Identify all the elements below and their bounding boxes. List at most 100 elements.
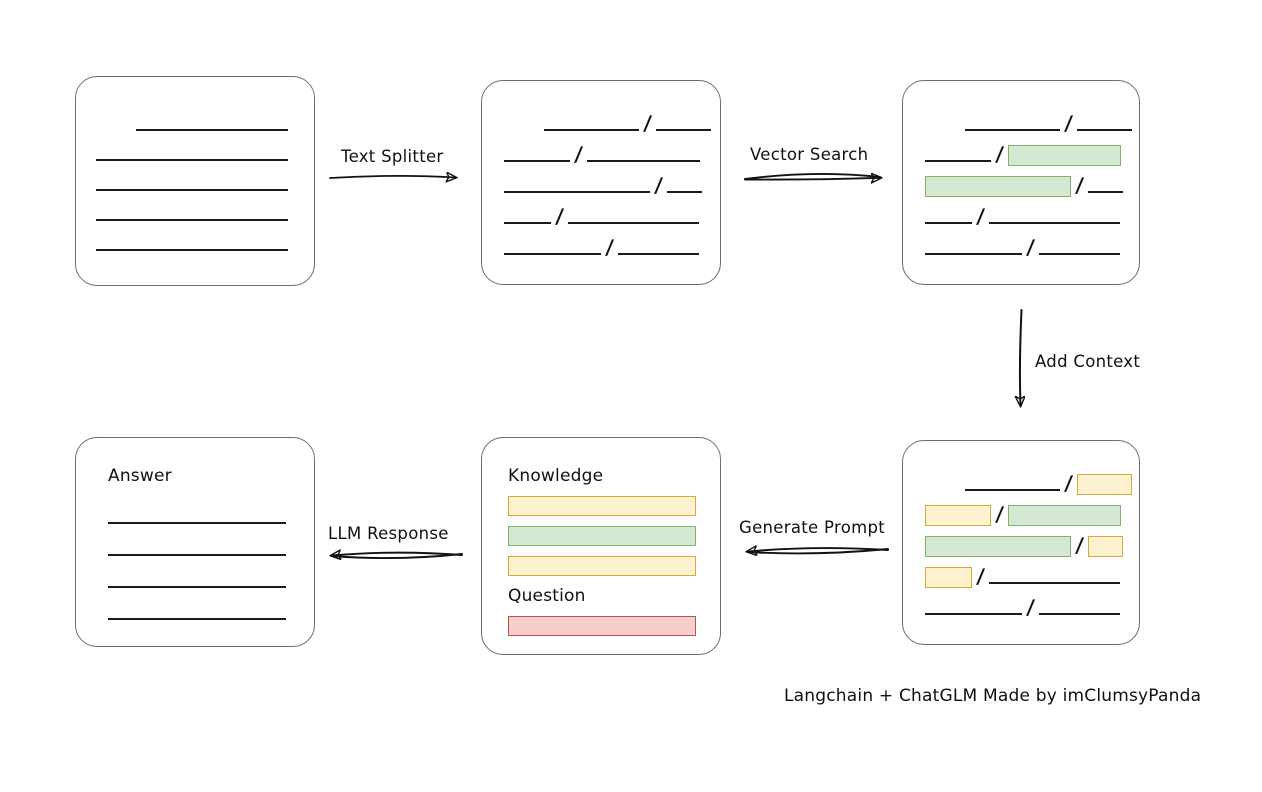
highlight-chip-yellow: [1088, 535, 1124, 557]
text-line-segment: [568, 222, 700, 224]
text-line-segment: [544, 129, 639, 131]
text-line-segment: [504, 253, 601, 255]
card-split-chunks[interactable]: / / / / /: [481, 80, 721, 285]
text-line-segment: [965, 489, 1060, 491]
text-row: /: [925, 595, 1121, 619]
text-row: /: [925, 564, 1121, 588]
separator-slash: /: [1074, 173, 1085, 197]
arrow-add-context: [1020, 309, 1022, 405]
text-line-segment: [96, 159, 288, 161]
text-row: /: [925, 502, 1122, 526]
text-line-segment: [618, 253, 700, 255]
separator-slash: /: [975, 564, 986, 588]
highlight-chip-green: [925, 175, 1071, 197]
separator-slash: /: [604, 235, 615, 259]
separator-slash: /: [1063, 111, 1074, 135]
separator-slash: /: [653, 173, 664, 197]
text-row: [96, 203, 288, 225]
text-line-segment: [1039, 613, 1121, 615]
text-row: [108, 538, 286, 560]
separator-slash: /: [994, 502, 1005, 526]
text-line-segment: [108, 522, 286, 524]
prompt-bar-yellow: [508, 556, 696, 576]
text-row: [108, 570, 286, 592]
text-row: [136, 113, 288, 135]
arrow-text-splitter: [329, 176, 455, 178]
text-row: /: [504, 235, 700, 259]
card-source-document[interactable]: [75, 76, 315, 286]
text-row: /: [544, 111, 712, 135]
separator-slash: /: [1025, 595, 1036, 619]
text-line-segment: [96, 219, 288, 221]
text-row: /: [504, 204, 700, 228]
text-line-segment: [1077, 129, 1133, 131]
text-line-segment: [656, 129, 712, 131]
text-row: /: [925, 173, 1124, 197]
edge-label-vector-search: Vector Search: [750, 145, 869, 164]
text-row: [108, 506, 286, 528]
text-row: [96, 233, 288, 255]
text-line-segment: [96, 189, 288, 191]
text-line-segment: [925, 253, 1022, 255]
card-vector-search-results[interactable]: / / / / /: [902, 80, 1140, 285]
text-line-segment: [136, 129, 288, 131]
context-added-rows: / / / / /: [903, 441, 1139, 644]
text-line-segment: [925, 613, 1022, 615]
edge-label-llm-response: LLM Response: [328, 524, 449, 543]
text-line-segment: [989, 222, 1121, 224]
prompt-bar-red: [508, 616, 696, 636]
highlight-chip-yellow: [925, 504, 991, 526]
answer-rows: [76, 438, 314, 646]
text-line-segment: [96, 249, 288, 251]
highlight-chip-green: [925, 535, 1071, 557]
text-line-segment: [965, 129, 1060, 131]
vector-hits-rows: / / / / /: [903, 81, 1139, 284]
split-chunks-rows: / / / / /: [482, 81, 720, 284]
source-document-rows: [76, 77, 314, 285]
arrow-llm-response: [331, 553, 463, 560]
text-line-segment: [1088, 191, 1124, 193]
knowledge-heading: Knowledge: [508, 466, 604, 486]
edge-label-add-context: Add Context: [1035, 352, 1141, 371]
text-line-segment: [108, 618, 286, 620]
card-context-added[interactable]: / / / / /: [902, 440, 1140, 645]
card-generated-prompt[interactable]: Knowledge Question: [481, 437, 721, 655]
text-row: /: [504, 142, 701, 166]
footer-caption: Langchain + ChatGLM Made by imClumsyPand…: [784, 686, 1202, 706]
text-row: /: [504, 173, 703, 197]
text-line-segment: [504, 191, 650, 193]
text-row: /: [925, 204, 1121, 228]
text-row: [96, 143, 288, 165]
separator-slash: /: [994, 142, 1005, 166]
arrow-vector-search: [744, 172, 881, 180]
text-line-segment: [1039, 253, 1121, 255]
text-row: [96, 173, 288, 195]
separator-slash: /: [573, 142, 584, 166]
text-line-segment: [108, 586, 286, 588]
text-row: [108, 602, 286, 624]
separator-slash: /: [1063, 471, 1074, 495]
text-line-segment: [108, 554, 286, 556]
highlight-chip-yellow: [1077, 473, 1133, 495]
edge-label-generate-prompt: Generate Prompt: [739, 518, 885, 537]
text-row: /: [925, 142, 1122, 166]
card-answer[interactable]: Answer: [75, 437, 315, 647]
text-line-segment: [587, 160, 701, 162]
prompt-bar-green: [508, 526, 696, 546]
separator-slash: /: [642, 111, 653, 135]
question-heading: Question: [508, 586, 586, 606]
highlight-chip-green: [1008, 504, 1122, 526]
separator-slash: /: [1025, 235, 1036, 259]
text-line-segment: [925, 222, 972, 224]
separator-slash: /: [554, 204, 565, 228]
text-row: /: [925, 235, 1121, 259]
separator-slash: /: [975, 204, 986, 228]
answer-heading: Answer: [108, 466, 172, 486]
text-line-segment: [989, 582, 1121, 584]
arrow-generate-prompt: [747, 548, 889, 555]
text-row: /: [965, 471, 1133, 495]
text-line-segment: [667, 191, 703, 193]
separator-slash: /: [1074, 533, 1085, 557]
prompt-bar-yellow: [508, 496, 696, 516]
